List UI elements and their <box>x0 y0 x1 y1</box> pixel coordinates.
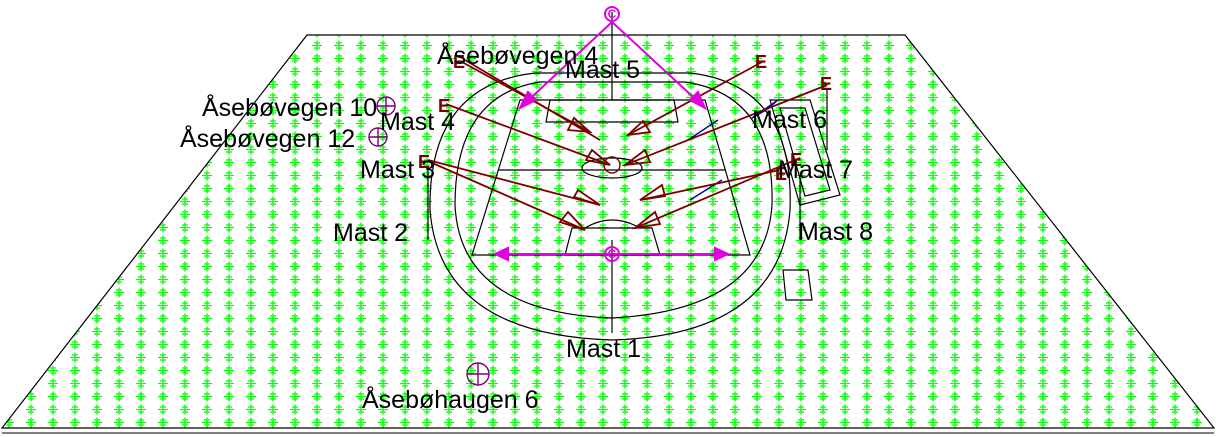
stand-marker-1 <box>687 119 719 141</box>
stand-building-right-inner <box>779 107 831 197</box>
label-mast-3: Mast 3 <box>360 156 435 184</box>
camera-top-sight-left <box>519 21 613 109</box>
calculation-grid <box>2 35 1214 428</box>
mast-labels: Mast 1 Mast 2 Mast 3 Mast 4 Mast 5 Mast … <box>333 56 873 363</box>
camera-letters: C C <box>608 7 617 261</box>
floodlight-E-icon: E <box>820 74 832 94</box>
label-mast-2: Mast 2 <box>333 219 408 247</box>
observer-crosshair-icon <box>466 362 490 386</box>
aim-arrow-mast6 <box>621 84 828 167</box>
aim-arrow-mast3-a <box>445 103 611 166</box>
centre-spot-marker <box>603 156 621 174</box>
aim-arrow-mast3-b <box>427 159 601 206</box>
camera-top-dot <box>604 6 620 22</box>
aim-arrow-mast2 <box>429 161 586 231</box>
aim-arrow-mast7-b <box>631 157 801 230</box>
penalty-arc-bottom <box>584 219 641 229</box>
observer-crosshair-icon <box>376 96 396 116</box>
floodlight-E-icon: E <box>755 52 767 72</box>
camera-top-arrow-left <box>517 90 538 111</box>
camera-markers <box>492 6 731 262</box>
floodlight-E-icon: E <box>790 150 802 170</box>
observer-points <box>368 96 490 386</box>
label-mast-8: Mast 8 <box>798 218 873 246</box>
camera-bottom-dot <box>604 246 620 262</box>
label-asebovegen-12: Åsebøvegen 12 <box>180 123 355 153</box>
camera-bottom-arrow-left <box>492 246 509 262</box>
label-mast-5: Mast 5 <box>565 56 640 84</box>
centre-circle <box>581 157 643 179</box>
observer-labels: Åsebøvegen 4 Åsebøvegen 10 Åsebøvegen 12… <box>180 40 598 414</box>
stand-building-right <box>769 99 841 206</box>
label-asebovegen-4: Åsebøvegen 4 <box>437 40 598 70</box>
camera-bottom-arrow-right <box>714 246 731 262</box>
floodlight-markers: E E E E E E E <box>418 52 832 184</box>
floodlight-aim-arrows <box>427 59 828 231</box>
floodlight-E-icon: E <box>453 52 465 72</box>
label-asebohaugen-6: Åsebøhaugen 6 <box>362 384 539 414</box>
ground-outline <box>0 34 1216 429</box>
aim-arrow-mast7-a <box>639 169 781 201</box>
label-mast-4: Mast 4 <box>380 108 455 136</box>
label-mast-7: Mast 7 <box>778 156 853 184</box>
penalty-area-top <box>545 99 679 123</box>
floodlight-E-icon: E <box>418 152 430 172</box>
label-mast-6: Mast 6 <box>752 106 827 134</box>
camera-C-icon: C <box>608 7 617 21</box>
label-asebovegen-10: Åsebøvegen 10 <box>202 92 377 122</box>
camera-top-arrow-right <box>688 90 708 111</box>
observer-crosshair-icon <box>368 127 388 147</box>
stand-small-right <box>782 269 813 301</box>
label-mast-1: Mast 1 <box>566 335 641 363</box>
camera-C-icon: C <box>608 247 617 261</box>
floodlight-E-icon: E <box>438 96 450 116</box>
floodlight-E-icon: E <box>775 164 787 184</box>
camera-top-sight-right <box>611 21 706 109</box>
